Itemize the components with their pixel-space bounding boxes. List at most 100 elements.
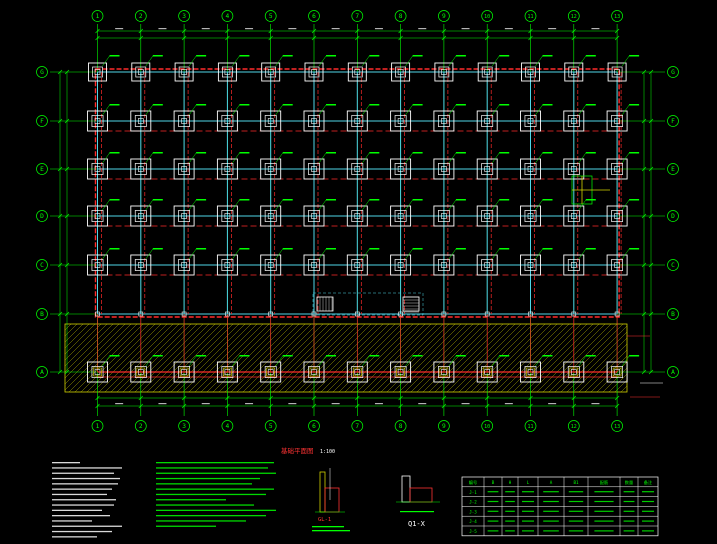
tag-mark [109, 104, 120, 106]
hatch-line [260, 323, 330, 393]
tag-mark [369, 104, 380, 106]
axis-bubble-circle [36, 210, 48, 222]
table-header-cell: L [527, 480, 530, 485]
column-pier [224, 118, 231, 124]
dim-tick [311, 395, 317, 401]
footing-inner [437, 163, 450, 175]
column-pier [527, 369, 534, 375]
table-cell-mark [522, 500, 534, 503]
dim-tick [614, 403, 620, 409]
footing-inner [135, 66, 147, 78]
dim-value-mark [115, 403, 124, 405]
tag-leader [535, 55, 543, 67]
footing-outer [346, 110, 368, 132]
column-pier [311, 213, 317, 219]
footing-inner [134, 210, 147, 222]
tag-mark [326, 355, 336, 357]
dim-value-mark [548, 403, 557, 405]
tag-leader [491, 104, 500, 116]
tag-leader [318, 199, 327, 211]
hatch-line [338, 323, 408, 393]
axis-bubble-circle [221, 10, 234, 22]
table-header-cell: 编号 [469, 479, 477, 486]
footing-outer [260, 110, 282, 132]
footing-inner [437, 366, 450, 378]
tag-mark [542, 55, 553, 57]
tag-leader [362, 55, 370, 67]
tag-leader [448, 55, 457, 67]
axis-bubble-bottom-7: 7 [351, 420, 364, 432]
tag-mark [455, 152, 466, 154]
axis-bubble-label: C [40, 262, 44, 269]
dim-value-mark [504, 28, 513, 30]
tag-mark [196, 152, 207, 154]
table-cell-mark [623, 500, 635, 503]
hatch-line [494, 323, 564, 393]
table-cell-mark [505, 520, 515, 522]
table-cell-mark [642, 530, 654, 532]
axis-bubble-top-11: 11 [524, 10, 537, 22]
axis-bubble-label: G [40, 69, 44, 76]
row-b-pier [484, 311, 490, 317]
column-pier [311, 369, 317, 375]
dim-value-mark [158, 403, 167, 405]
footing-outer [606, 158, 628, 180]
footing-outer [476, 254, 498, 276]
dim-value-mark [374, 28, 383, 30]
pier-cap [352, 367, 362, 377]
tag-mark [499, 248, 510, 250]
hatch-line [134, 323, 204, 393]
tag-mark [326, 152, 336, 154]
footing-outer [390, 205, 412, 227]
dim-tick [64, 118, 70, 124]
footing-outer [130, 158, 152, 180]
general-note-line [52, 536, 97, 538]
dim-value-mark [201, 403, 210, 405]
footing-outer [261, 62, 281, 82]
axis-bubble-circle [36, 308, 48, 320]
hatch-line [362, 323, 432, 393]
tag-mark [369, 355, 380, 357]
row-b-pier [311, 311, 317, 317]
hatch-line [344, 323, 414, 393]
tag-mark [326, 104, 336, 106]
axis-bubble-label: 4 [226, 13, 230, 20]
footing-inner [178, 66, 190, 78]
row-b-pier [571, 311, 577, 317]
table-cell-mark [642, 510, 654, 512]
axis-bubble-right-B: B [667, 308, 679, 320]
tag-leader [621, 104, 630, 116]
footing-outer [303, 254, 325, 276]
hatch-line [64, 323, 102, 361]
footing-inner [351, 259, 364, 271]
footing-outer [346, 158, 368, 180]
hatch-line [464, 323, 534, 393]
table-cell-mark [623, 491, 635, 493]
column-pier [267, 213, 274, 219]
axis-bubble-top-4: 4 [221, 10, 234, 22]
tag-leader [578, 355, 587, 367]
footing-outer [476, 361, 498, 383]
column-pier [484, 262, 491, 268]
hatch-line [64, 323, 126, 385]
column-pier [311, 262, 317, 268]
hatch-line [314, 323, 384, 393]
axis-bubble-label: 8 [399, 13, 403, 20]
footing-inner [264, 366, 277, 378]
column-pier [354, 166, 361, 172]
footing-outer [173, 254, 195, 276]
axis-bubble-label: 6 [312, 13, 316, 20]
tag-leader [405, 199, 413, 211]
column-pier [441, 118, 447, 124]
footing-outer [173, 158, 195, 180]
column-pier [397, 166, 404, 172]
footing-inner [178, 259, 191, 271]
axis-bubble-top-8: 8 [394, 10, 407, 22]
axis-bubble-circle [91, 10, 104, 22]
tag-leader [145, 104, 154, 116]
footing-inner [481, 366, 494, 378]
dim-tick [528, 403, 533, 409]
footing-inner [567, 163, 580, 175]
